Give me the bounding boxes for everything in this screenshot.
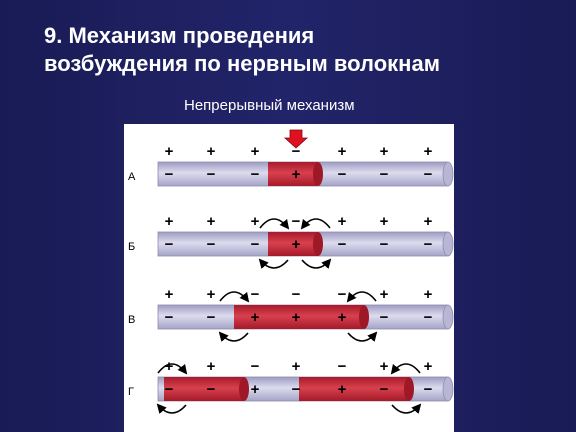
charge-sign-inside: − [424, 166, 433, 183]
current-loop-arrow-icon [218, 331, 249, 342]
charge-sign-outside: + [380, 358, 389, 375]
charge-sign-outside: − [292, 143, 301, 160]
charge-sign-outside: + [207, 358, 216, 375]
current-loop-arrow-icon [301, 258, 332, 269]
charge-sign-inside: + [292, 166, 301, 183]
current-loop-arrow-icon [391, 403, 422, 414]
axon-end-cap [442, 231, 454, 257]
row-label: А [128, 171, 136, 183]
charge-sign-inside: − [380, 309, 389, 326]
charge-sign-inside: − [338, 166, 347, 183]
diagram-panel: А + + + − + + + − − − + − − − Б + + + − + + + − − − + − − − В + + − − − + + − −… [124, 124, 454, 432]
diagram-row: А + + + − + + + − − − + − − − [128, 143, 454, 187]
charge-sign-outside: − [251, 358, 260, 375]
charge-sign-outside: + [380, 143, 389, 160]
charge-sign-outside: + [207, 286, 216, 303]
charge-sign-outside: + [207, 143, 216, 160]
charge-sign-inside: − [207, 166, 216, 183]
charge-sign-outside: + [424, 143, 433, 160]
charge-sign-inside: − [380, 381, 389, 398]
depolarized-zone [268, 162, 318, 186]
charge-sign-outside: − [338, 286, 347, 303]
charge-sign-inside: − [207, 381, 216, 398]
row-label: В [128, 314, 135, 326]
current-loop-arrow-icon [258, 258, 289, 269]
current-loop-arrow-icon [156, 403, 187, 414]
charge-sign-inside: − [380, 166, 389, 183]
charge-sign-outside: + [424, 286, 433, 303]
charge-sign-inside: − [207, 309, 216, 326]
depolarized-zone [299, 377, 409, 401]
current-loop-arrow-icon [157, 363, 188, 375]
charge-sign-inside: − [338, 236, 347, 253]
charge-sign-inside: + [292, 309, 301, 326]
slide-title-line1: 9. Механизм проведения [44, 23, 315, 48]
charge-sign-outside: + [292, 358, 301, 375]
row-label: Б [128, 241, 135, 253]
charge-sign-outside: + [338, 213, 347, 230]
slide-subtitle: Непрерывный механизм [184, 97, 355, 114]
charge-sign-outside: − [292, 213, 301, 230]
charge-sign-inside: − [424, 236, 433, 253]
charge-sign-inside: − [251, 166, 260, 183]
charge-sign-inside: + [251, 381, 260, 398]
stimulus-arrow-icon [283, 129, 309, 149]
charge-sign-inside: − [165, 236, 174, 253]
depolarized-zone-cap [239, 377, 249, 401]
nerve-conduction-diagram: А + + + − + + + − − − + − − − Б + + + − + + + − − − + − − − В + + − − − + + − −… [128, 129, 454, 414]
slide-title: 9. Механизм проведения возбуждения по не… [44, 22, 564, 78]
axon-end-cap [442, 304, 454, 330]
current-loop-arrow-icon [219, 291, 250, 303]
charge-sign-outside: + [207, 213, 216, 230]
charge-sign-inside: − [424, 381, 433, 398]
charge-sign-inside: − [251, 236, 260, 253]
depolarized-zone [234, 305, 364, 329]
current-loop-arrow-icon [300, 218, 331, 230]
charge-sign-outside: + [165, 358, 174, 375]
charge-sign-outside: + [380, 213, 389, 230]
charge-sign-outside: + [165, 213, 174, 230]
depolarized-zone-cap [404, 377, 414, 401]
axon-end-cap [442, 376, 454, 402]
depolarized-zone-cap [313, 162, 323, 186]
charge-sign-outside: + [424, 213, 433, 230]
charge-sign-inside: − [424, 309, 433, 326]
charge-sign-outside: − [292, 286, 301, 303]
charge-sign-inside: − [165, 166, 174, 183]
current-loop-arrow-icon [347, 331, 378, 342]
charge-sign-inside: − [165, 381, 174, 398]
current-loop-arrow-icon [346, 291, 377, 303]
charge-sign-inside: + [338, 309, 347, 326]
depolarized-zone [164, 377, 244, 401]
depolarized-zone-cap [359, 305, 369, 329]
charge-sign-outside: − [251, 286, 260, 303]
diagram-row: Г + + − + − + + − − + − + − − [128, 358, 454, 414]
charge-sign-outside: − [338, 358, 347, 375]
charge-sign-outside: + [165, 286, 174, 303]
diagram-row: Б + + + − + + + − − − + − − − [128, 213, 454, 269]
row-label: Г [128, 386, 134, 398]
charge-sign-inside: + [338, 381, 347, 398]
charge-sign-outside: + [338, 143, 347, 160]
diagram-row: В + + − − − + + − − + + + − − [128, 286, 454, 342]
depolarized-zone-cap [313, 232, 323, 256]
slide-title-line2: возбуждения по нервным волокнам [44, 51, 440, 76]
charge-sign-inside: − [207, 236, 216, 253]
charge-sign-inside: + [292, 236, 301, 253]
charge-sign-outside: + [165, 143, 174, 160]
current-loop-arrow-icon [390, 363, 421, 375]
axon-end-cap [442, 161, 454, 187]
charge-sign-inside: + [251, 309, 260, 326]
charge-sign-outside: + [380, 286, 389, 303]
charge-sign-outside: + [424, 358, 433, 375]
charge-sign-outside: + [251, 143, 260, 160]
charge-sign-inside: − [380, 236, 389, 253]
charge-sign-inside: − [292, 381, 301, 398]
charge-sign-inside: − [165, 309, 174, 326]
depolarized-zone [268, 232, 318, 256]
current-loop-arrow-icon [259, 218, 290, 230]
charge-sign-outside: + [251, 213, 260, 230]
